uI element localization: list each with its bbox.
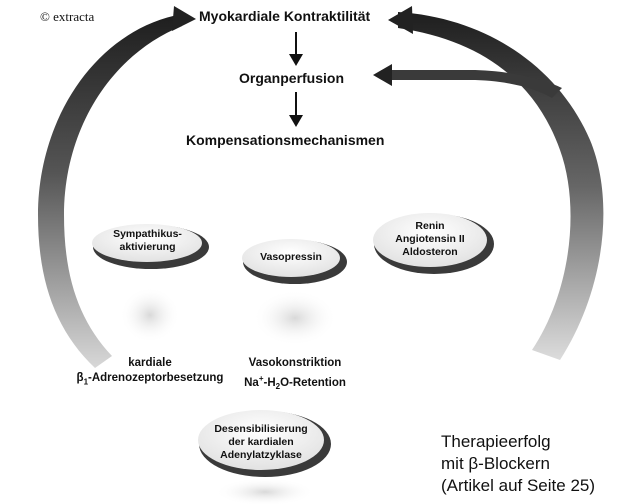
down-arrow-2	[289, 92, 303, 127]
branch-arrowhead	[373, 64, 392, 86]
ellipse-mid-shape	[242, 239, 347, 284]
compensation-mechanisms: Kompensationsmechanismen	[186, 132, 385, 148]
right-arc-arrowhead-top	[388, 6, 413, 34]
left-arc-arrowhead	[172, 6, 196, 31]
down-arrow-1	[289, 32, 303, 66]
bottom-left-label: kardiale β1-Adrenozeptorbesetzung	[76, 357, 224, 387]
organ-perfusion: Organperfusion	[239, 70, 345, 86]
left-feedback-arc	[38, 14, 182, 368]
branch-arc	[385, 70, 562, 98]
ellipse-mid-label: Vasopressin	[260, 251, 322, 263]
copyright: © extracta	[40, 9, 95, 24]
ellipse-right-label: Renin Angiotensin II Aldosteron	[395, 220, 465, 258]
ellipse-right-shape	[373, 213, 494, 274]
smoke-mid	[253, 290, 337, 346]
ellipse-left-shape	[92, 224, 209, 269]
top-title: Myokardiale Kontraktilität	[199, 8, 371, 24]
bottom-mid-label: Vasokonstriktion Na+-H2O-Retention	[244, 357, 346, 392]
smoke-left	[120, 287, 180, 343]
right-feedback-arc	[398, 12, 604, 360]
ellipse-bottom-label: Desensibilisierung der kardialen Adenyla…	[214, 423, 308, 461]
therapy-note: Therapieerfolg mit β-Blockern (Artikel a…	[441, 432, 596, 495]
ellipse-left-label: Sympathikus- aktivierung	[113, 228, 182, 253]
smoke-bottom	[215, 478, 315, 504]
ellipse-bottom-shape	[198, 410, 331, 477]
